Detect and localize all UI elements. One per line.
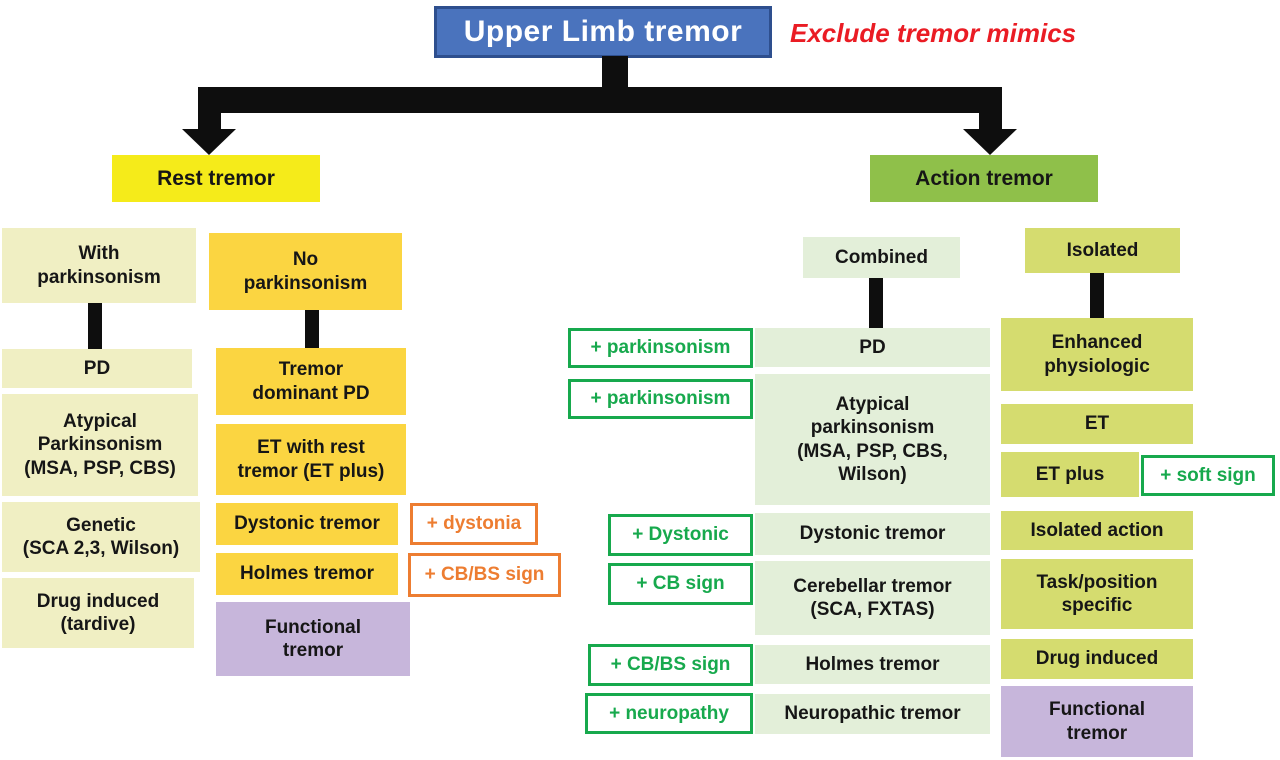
diagnosis-pd-combined: PD xyxy=(755,328,990,367)
sign-parkinsonism-1: + parkinsonism xyxy=(568,328,753,368)
diagnosis-pd-rest: PD xyxy=(2,349,192,388)
sign-cb-bs-sign: + CB/BS sign xyxy=(588,644,753,686)
diagnosis-et-plus: ET plus xyxy=(1001,452,1139,497)
title-stem-connector xyxy=(602,56,628,90)
right-arrowhead-icon xyxy=(963,129,1017,155)
diagnosis-holmes-tremor-combined: Holmes tremor xyxy=(755,645,990,684)
diagnosis-functional-tremor-isolated: Functional tremor xyxy=(1001,686,1193,757)
diagnosis-atypical-parkinsonism-rest: Atypical Parkinsonism (MSA, PSP, CBS) xyxy=(2,394,198,496)
horizontal-branch-bar xyxy=(198,87,1002,113)
no-parkinsonism-header: No parkinsonism xyxy=(209,233,402,310)
action-tremor-branch: Action tremor xyxy=(870,155,1098,202)
annotation-cb-bs-sign-rest: + CB/BS sign xyxy=(408,553,561,597)
diagnosis-et: ET xyxy=(1001,404,1193,444)
diagnosis-drug-induced-rest: Drug induced (tardive) xyxy=(2,578,194,648)
sign-parkinsonism-2: + parkinsonism xyxy=(568,379,753,419)
isolated-connector xyxy=(1090,273,1104,318)
diagnosis-tremor-dominant-pd: Tremor dominant PD xyxy=(216,348,406,415)
diagnosis-enhanced-physiologic: Enhanced physiologic xyxy=(1001,318,1193,391)
diagnosis-atypical-parkinsonism-combined: Atypical parkinsonism (MSA, PSP, CBS, Wi… xyxy=(755,374,990,505)
diagnosis-et-with-rest-tremor: ET with rest tremor (ET plus) xyxy=(216,424,406,495)
combined-connector xyxy=(869,278,883,328)
sign-cb-sign: + CB sign xyxy=(608,563,753,605)
diagnosis-neuropathic-tremor: Neuropathic tremor xyxy=(755,694,990,734)
no-parkinsonism-connector xyxy=(305,310,319,348)
diagnosis-dystonic-tremor-rest: Dystonic tremor xyxy=(216,503,398,545)
diagnosis-dystonic-tremor-combined: Dystonic tremor xyxy=(755,513,990,555)
isolated-header: Isolated xyxy=(1025,228,1180,273)
diagnosis-drug-induced-isolated: Drug induced xyxy=(1001,639,1193,679)
diagnosis-isolated-action: Isolated action xyxy=(1001,511,1193,550)
diagnosis-cerebellar-tremor: Cerebellar tremor (SCA, FXTAS) xyxy=(755,561,990,635)
left-branch-stem xyxy=(198,87,221,131)
combined-header: Combined xyxy=(803,237,960,278)
annotation-soft-sign: + soft sign xyxy=(1141,455,1275,496)
diagnosis-functional-tremor-rest: Functional tremor xyxy=(216,602,410,676)
rest-tremor-branch: Rest tremor xyxy=(112,155,320,202)
with-parkinsonism-header: With parkinsonism xyxy=(2,228,196,303)
diagnosis-holmes-tremor-rest: Holmes tremor xyxy=(216,553,398,595)
warning-note: Exclude tremor mimics xyxy=(790,18,1077,48)
diagnosis-task-position-specific: Task/position specific xyxy=(1001,559,1193,629)
left-arrowhead-icon xyxy=(182,129,236,155)
with-parkinsonism-connector xyxy=(88,303,102,349)
right-branch-stem xyxy=(979,87,1002,131)
diagnosis-genetic: Genetic (SCA 2,3, Wilson) xyxy=(2,502,200,572)
sign-dystonic: + Dystonic xyxy=(608,514,753,556)
title-box: Upper Limb tremor xyxy=(434,6,772,58)
sign-neuropathy: + neuropathy xyxy=(585,693,753,734)
annotation-dystonia: + dystonia xyxy=(410,503,538,545)
